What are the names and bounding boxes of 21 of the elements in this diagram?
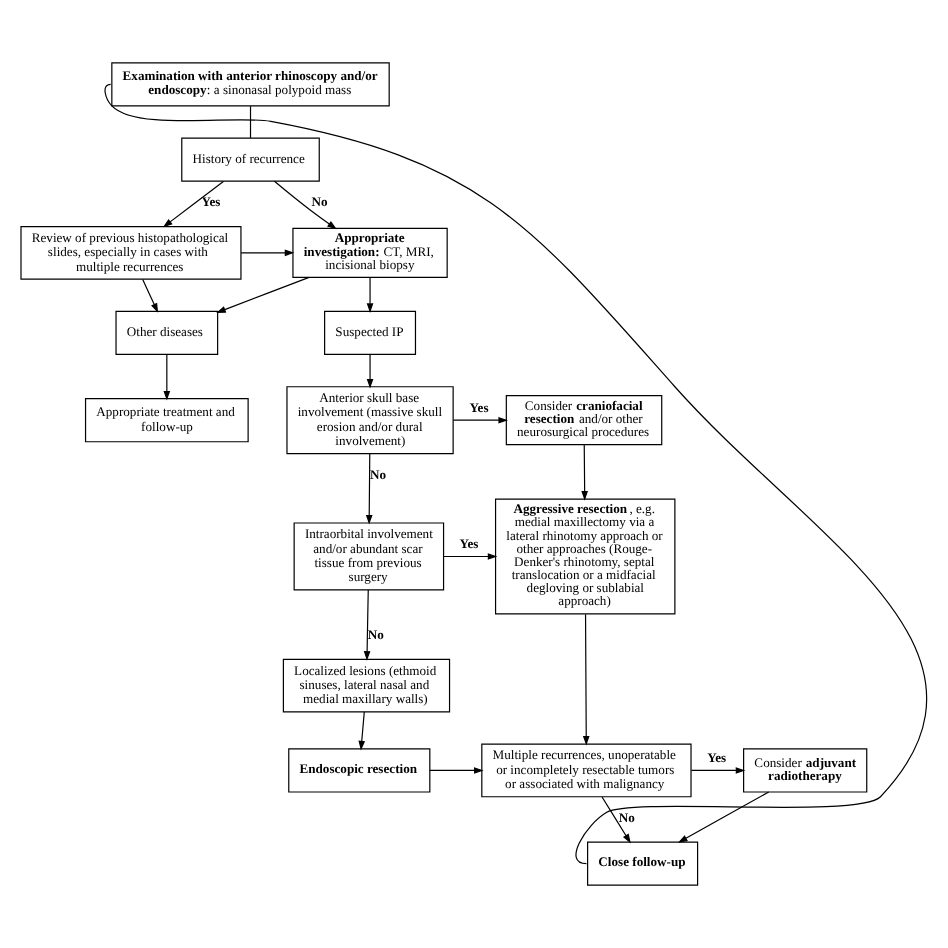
connector [249,105,252,139]
arrow [366,276,374,313]
arrow [582,613,590,746]
arrow [163,354,171,401]
arrow [240,249,295,257]
arrow [365,453,373,525]
arrow [601,796,631,844]
arrow [443,553,498,560]
arrow [690,767,746,774]
arrow [581,444,588,501]
arrow [142,278,159,313]
arrow [273,180,337,230]
connector [104,83,928,865]
arrow [162,180,224,228]
arrow [363,589,371,661]
arrow [216,276,310,313]
arrow [677,791,770,843]
arrow [358,711,366,751]
arrow [366,354,374,389]
arrow [452,416,508,424]
arrow [429,767,484,774]
